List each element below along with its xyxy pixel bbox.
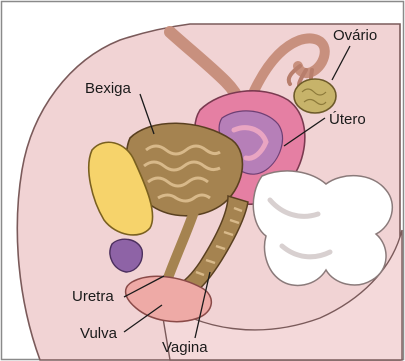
label-utero: Útero — [329, 111, 366, 128]
rectum — [253, 171, 392, 286]
label-bexiga: Bexiga — [85, 80, 132, 97]
label-vulva: Vulva — [80, 325, 118, 342]
label-ovario: Ovário — [333, 27, 377, 44]
ovary — [294, 79, 336, 113]
label-uretra: Uretra — [72, 288, 114, 305]
label-vagina: Vagina — [162, 339, 208, 356]
